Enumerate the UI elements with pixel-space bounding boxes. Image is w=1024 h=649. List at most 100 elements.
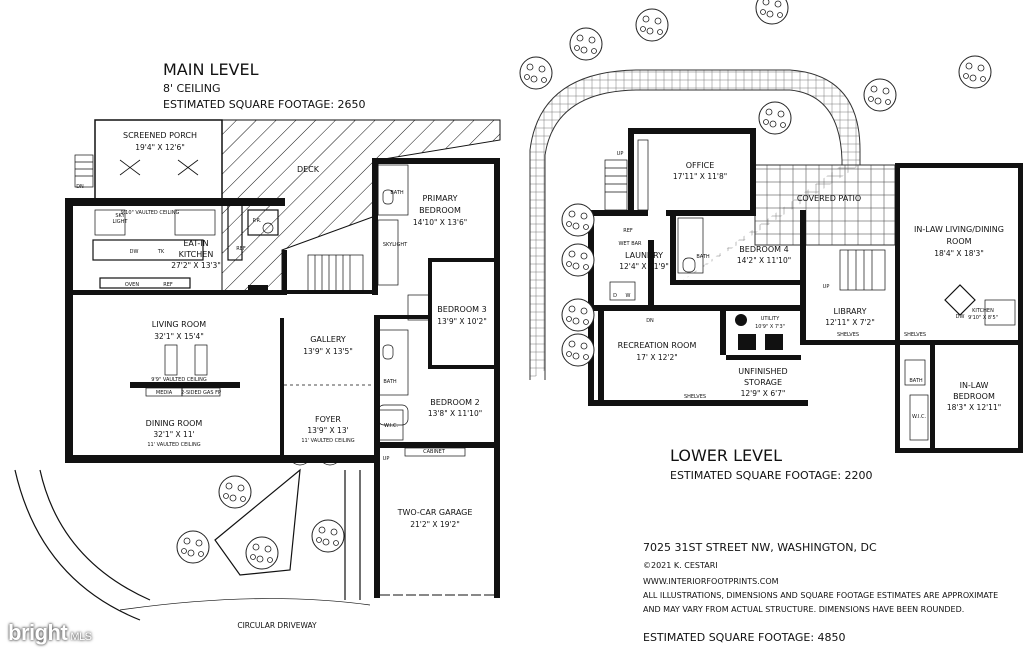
bedroom4-label: BEDROOM 4	[739, 245, 788, 254]
lower-up-label: UP	[617, 151, 624, 157]
inlaw-bedroom-label-2: BEDROOM	[953, 392, 995, 401]
inlaw-kitchen-label: KITCHEN	[972, 308, 994, 314]
library-dim: 12'11" X 7'2"	[825, 318, 875, 327]
garage-dim: 21'2" X 19'2"	[410, 520, 460, 529]
wet-bar-label: WET BAR	[618, 241, 642, 247]
dining-room-label: DINING ROOM	[146, 419, 203, 428]
dryer-label: D	[613, 293, 617, 299]
bedroom3-label: BEDROOM 3	[437, 305, 486, 314]
covered-patio	[754, 164, 896, 246]
gallery-label: GALLERY	[310, 335, 346, 344]
inlaw-living-label: IN-LAW LIVING/DINING	[914, 225, 1004, 234]
dining-room-dim: 32'1" X 11'	[153, 430, 194, 439]
main-ref-label: REF	[236, 246, 246, 252]
wic-label: W.I.C.	[384, 423, 399, 429]
disclaimer-line-2: AND MAY VARY FROM ACTUAL STRUCTURE. DIME…	[643, 605, 964, 614]
primary-bedroom-label: PRIMARY	[422, 194, 457, 203]
media-label: MEDIA	[156, 390, 173, 396]
recreation-dim: 17' X 12'2"	[636, 353, 677, 362]
laundry-dim: 12'4" X 11'9"	[619, 262, 669, 271]
utility-dim: 10'9" X 7'3"	[755, 324, 785, 330]
lower-ref-label: REF	[623, 228, 633, 234]
info-block: 7025 31ST STREET NW, WASHINGTON, DC ©202…	[643, 541, 998, 644]
living-room-label: LIVING ROOM	[152, 320, 207, 329]
inlaw-living-label-2: ROOM	[946, 237, 971, 246]
inlaw-wic-label: W.I.C.	[912, 414, 927, 420]
living-room-dim: 32'1" X 15'4"	[154, 332, 204, 341]
kitchen-light-label: LIGHT	[113, 219, 129, 225]
disclaimer-line-1: ALL ILLUSTRATIONS, DIMENSIONS AND SQUARE…	[643, 591, 998, 600]
library-up-label: UP	[823, 284, 830, 290]
total-sqft: ESTIMATED SQUARE FOOTAGE: 4850	[643, 631, 846, 644]
inlaw-bath-label: BATH	[909, 378, 923, 384]
kitchen-label: EAT-IN	[183, 239, 208, 248]
kitchen-sky-label: SKY	[115, 213, 125, 219]
lower-level-sqft: ESTIMATED SQUARE FOOTAGE: 2200	[670, 469, 873, 482]
storage-label: UNFINISHED	[738, 367, 787, 376]
kitchen-ref-label: REF	[163, 282, 173, 288]
screened-porch-label: SCREENED PORCH	[123, 131, 197, 140]
primary-bedroom-dim: 14'10" X 13'6"	[413, 218, 467, 227]
bright-logo-text: bright	[8, 620, 68, 645]
main-level-plan	[14, 119, 501, 621]
foyer-dim: 13'9" X 13'	[307, 426, 348, 435]
bedroom2-dim: 13'8" X 11'10"	[428, 409, 482, 418]
dining-room-note: 11' VAULTED CEILING	[147, 442, 200, 448]
main-level-title: MAIN LEVEL	[163, 60, 259, 79]
porch-dn-label: DN	[76, 184, 84, 190]
living-ceiling: 9'9" VAULTED CEILING	[151, 377, 207, 383]
utility-label: UTILITY	[761, 316, 781, 322]
lower-level-heading: LOWER LEVEL ESTIMATED SQUARE FOOTAGE: 22…	[670, 446, 873, 482]
address: 7025 31ST STREET NW, WASHINGTON, DC	[643, 541, 877, 554]
driveway-label: CIRCULAR DRIVEWAY	[237, 621, 317, 630]
oven-label: OVEN	[125, 282, 139, 288]
powder-room-label: P.R.	[253, 218, 262, 224]
foyer-note: 11' VAULTED CEILING	[301, 438, 354, 444]
laundry-label: LAUNDRY	[625, 251, 663, 260]
lower-dn-label: DN	[646, 318, 654, 324]
kitchen-dim: 27'2" X 13'3"	[171, 261, 221, 270]
inlaw-shelves-label: SHELVES	[904, 332, 926, 338]
garage-up-label: UP	[383, 456, 390, 462]
main-level-sqft: ESTIMATED SQUARE FOOTAGE: 2650	[163, 98, 366, 111]
lower-level-labels: OFFICE 17'11" X 11'8" COVERED PATIO BEDR…	[613, 151, 1004, 420]
inlaw-bedroom-dim: 18'3" X 12'11"	[947, 403, 1001, 412]
kitchen-label-2: KITCHEN	[179, 250, 214, 259]
bedroom2-label: BEDROOM 2	[430, 398, 479, 407]
lower-level-plan	[519, 0, 1023, 453]
main-level-labels: SCREENED PORCH 19'4" X 12'6" DECK 9'10" …	[76, 131, 487, 630]
copyright: ©2021 K. CESTARI	[643, 561, 718, 570]
kitchen-ceiling: 9'10" VAULTED CEILING	[121, 210, 180, 216]
bedroom4-dim: 14'2" X 11'10"	[737, 256, 791, 265]
inlaw-bedroom-label: IN-LAW	[960, 381, 989, 390]
foyer-label: FOYER	[315, 415, 341, 424]
office-dim: 17'11" X 11'8"	[673, 172, 727, 181]
deck-label: DECK	[297, 165, 320, 174]
dw-label: DW	[130, 249, 139, 255]
library-shelves-label: SHELVES	[837, 332, 859, 338]
fireplace-label: 2-SIDED GAS FP	[181, 390, 221, 396]
screened-porch-dim: 19'4" X 12'6"	[135, 143, 185, 152]
garage-label: TWO-CAR GARAGE	[397, 508, 473, 517]
lower-bath-label: BATH	[696, 254, 710, 260]
gallery-dim: 13'9" X 13'5"	[303, 347, 353, 356]
tk-label: TK	[157, 249, 165, 255]
mls-logo-text: MLS	[70, 631, 92, 643]
covered-patio-label: COVERED PATIO	[797, 194, 861, 203]
main-level-heading: MAIN LEVEL 8' CEILING ESTIMATED SQUARE F…	[163, 60, 366, 111]
lower-level-title: LOWER LEVEL	[670, 446, 782, 465]
hall-bath-label: BATH	[383, 379, 397, 385]
screened-porch	[94, 119, 223, 201]
cabinet-label: CABINET	[423, 449, 446, 455]
inlaw-kitchen-dim: 9'10" X 8'5"	[968, 315, 998, 321]
office-label: OFFICE	[686, 161, 715, 170]
storage-dim: 12'9" X 6'7"	[741, 389, 786, 398]
inlaw-dw-label: DW	[956, 314, 965, 320]
library-label: LIBRARY	[834, 307, 867, 316]
primary-bath-label: BATH	[390, 190, 404, 196]
inlaw-living-dim: 18'4" X 18'3"	[934, 249, 984, 258]
recreation-label: RECREATION ROOM	[618, 341, 697, 350]
rec-shelves-label: SHELVES	[684, 394, 706, 400]
